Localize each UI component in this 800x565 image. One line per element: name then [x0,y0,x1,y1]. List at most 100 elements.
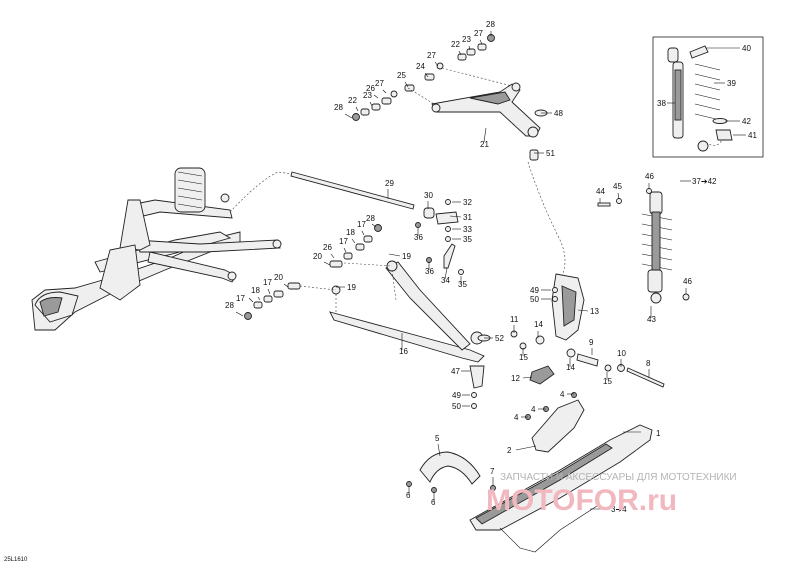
callout-number: 35 [463,235,472,244]
callout-leader-line [343,247,347,253]
callout-number: 29 [385,179,394,188]
callout-leader-line [235,311,244,317]
callout-c24: 24 [416,62,429,78]
callout-c9: 9 [589,338,594,355]
callout-number: 2 [507,446,512,455]
callout-c6b: 6 [431,492,436,507]
callout-number: 33 [463,225,472,234]
ski-group [406,392,653,553]
callout-number: 18 [251,286,260,295]
callout-leader-line [515,445,537,451]
callout-c6a: 6 [406,486,411,500]
callout-number: 42 [742,117,751,126]
callout-layer: 123➔444456678910111213141415151617171717… [225,20,757,514]
callout-c7: 7 [490,467,495,486]
callout-c44: 44 [596,187,605,203]
watermark-brand-a: MOTO [486,484,575,517]
callout-number: 4 [531,405,536,414]
callout-c50b: 50 [452,402,470,411]
callout-c28d: 28 [486,20,495,36]
callout-number: 17 [339,237,348,246]
callout-leader-line [479,39,483,45]
callout-number: 16 [399,347,408,356]
tie-rod-group [290,161,566,281]
callout-number: 17 [263,278,272,287]
callout-number: 49 [530,286,539,295]
callout-leader-line [483,127,487,143]
callout-c51: 51 [534,149,555,158]
callout-c22a: 22 [348,96,359,112]
callout-leader-line [257,296,261,301]
callout-number: 49 [452,391,461,400]
assembly-overview [31,167,293,331]
callout-number: 28 [334,103,343,112]
upper-a-arm-group [352,34,548,138]
callout-number: 39 [727,79,736,88]
callout-number: 30 [424,191,433,200]
callout-number: 37➔42 [692,177,717,186]
callout-c41: 41 [733,131,757,140]
callout-number: 8 [646,359,651,368]
callout-c17b: 17 [263,278,272,295]
callout-c28b: 28 [334,103,353,119]
callout-number: 31 [463,213,472,222]
callout-number: 52 [495,334,504,343]
callout-number: 40 [742,44,751,53]
callout-number: 5 [435,434,440,443]
callout-number: 48 [554,109,563,118]
callout-number: 20 [274,273,283,282]
callout-number: 46 [645,172,654,181]
callout-number: 24 [416,62,425,71]
callout-c21: 21 [480,127,489,149]
callout-c19a: 19 [336,283,356,292]
callout-c40: 40 [706,44,751,53]
callout-c48: 48 [541,109,563,118]
callout-c14a: 14 [534,320,543,338]
callout-number: 19 [347,283,356,292]
callout-number: 28 [486,20,495,29]
callout-c49a: 49 [530,286,551,295]
callout-c2: 2 [507,445,537,455]
callout-c4c: 4 [514,413,528,422]
callout-number: 20 [313,252,322,261]
callout-c46b: 46 [683,277,692,294]
callout-number: 6 [431,498,436,507]
callout-number: 18 [346,228,355,237]
callout-leader-line [434,61,439,67]
callout-number: 17 [357,220,366,229]
callout-number: 43 [647,315,656,324]
callout-c17d: 17 [357,220,366,236]
callout-leader-line [577,309,589,312]
shock-assembly-right [597,188,690,304]
callout-c35b: 35 [458,276,467,289]
callout-number: 34 [441,276,450,285]
callout-c42: 42 [725,117,751,126]
callout-leader-line [444,267,448,280]
callout-c46a: 46 [645,172,654,189]
callout-leader-line [344,113,353,119]
callout-number: 35 [458,280,467,289]
callout-c1: 1 [623,429,661,438]
callout-number: 36 [425,267,434,276]
callout-c11: 11 [510,315,519,333]
callout-c16: 16 [399,333,408,356]
callout-c27a: 27 [375,79,387,94]
callout-number: 19 [402,252,411,261]
callout-number: 10 [617,349,626,358]
callout-leader-line [248,297,254,303]
callout-c15a: 15 [519,348,528,362]
callout-number: 17 [236,294,245,303]
callout-c20b: 20 [313,252,331,266]
callout-c13: 13 [577,307,599,316]
callout-leader-line [323,261,331,266]
callout-number: 45 [613,182,622,191]
callout-leader-line [267,288,271,295]
callout-number: 22 [451,40,460,49]
callout-leader-line [371,223,377,228]
callout-c29: 29 [385,179,394,199]
callout-c32: 32 [452,198,472,207]
callout-number: 23 [462,35,471,44]
callout-c39: 39 [714,79,736,88]
callout-leader-line [522,376,533,379]
callout-c43: 43 [647,306,656,324]
